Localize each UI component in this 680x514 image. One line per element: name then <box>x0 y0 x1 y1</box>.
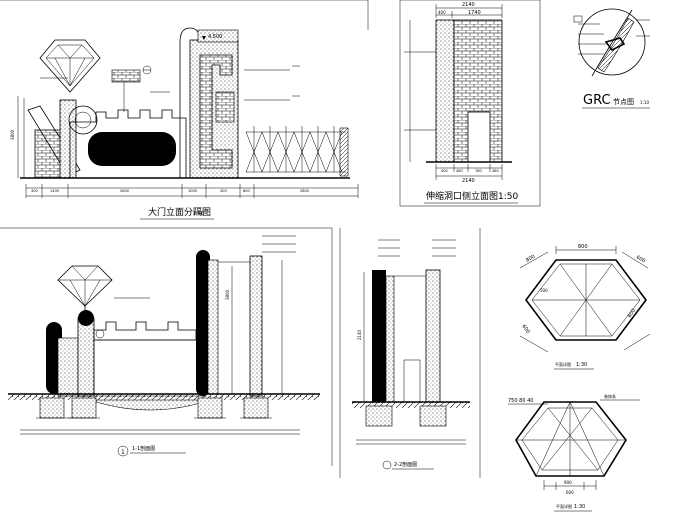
drawing-label: 900 <box>564 480 572 485</box>
drawing-label: 1000 <box>188 189 197 193</box>
drawing-label: 750 80 40 <box>508 398 533 404</box>
grc-subtitle: 节点图 <box>613 98 634 106</box>
drawing-label: 400 <box>31 189 38 193</box>
drawing-label: 600 <box>520 324 530 335</box>
grc-scale: 1:10 <box>640 100 649 105</box>
drawing-label: 1740 <box>468 10 481 16</box>
drawing-label: 3800 <box>10 129 15 140</box>
gate-elevation-drawing: 4.500 3800 400 1400 2600 1000 400 600 28… <box>0 0 369 220</box>
plan1-title: 平面详图 <box>555 361 571 367</box>
drawing-label: 4.500 <box>208 34 222 40</box>
drawing-label: 装饰条 <box>604 393 616 399</box>
plan2-title: 平面详图 <box>556 503 572 509</box>
drawing-label: 800 <box>525 254 536 264</box>
plan2-scale: 1:30 <box>574 504 585 510</box>
drawing-label: 2140 <box>357 329 362 340</box>
drawing-label: 2600 <box>120 189 129 193</box>
elevation-scale: 1:50 <box>193 211 204 217</box>
drawing-label: 2140 <box>462 178 475 184</box>
grc-title: GRC <box>583 93 611 108</box>
drawing-label: 1400 <box>50 189 59 193</box>
plan-detail-2-drawing: 750 80 40 装饰条 900 600 平面详图 1:30 <box>508 393 640 512</box>
drawing-label: 600 <box>635 255 646 265</box>
section-2-drawing: 2140 2-2剖面图 <box>339 228 481 478</box>
sliding-fence <box>245 126 349 177</box>
grc-detail-drawing: GRC 节点图 1:10 <box>573 8 650 109</box>
section1-title: 1-1剖面图 <box>132 445 155 452</box>
drawing-label: 1 <box>121 449 125 456</box>
plan-detail-1-drawing: 800 800 600 600 600 500 平面详图 1:30 <box>519 244 651 370</box>
diamond-sculpture <box>39 39 101 93</box>
drawing-label: 500 <box>540 288 548 293</box>
plan1-scale: 1:30 <box>576 362 587 368</box>
drawing-label: 480 <box>456 169 463 173</box>
drawing-label: 400 <box>438 10 446 15</box>
side-scale: 1:50 <box>498 192 518 202</box>
drawing-label: 3800 <box>225 289 230 300</box>
elevation-title: 大门立面分隔图 <box>148 206 211 218</box>
drawing-label: 480 <box>492 169 499 173</box>
drawing-label: 400 <box>220 189 227 193</box>
section-1-drawing: 3800 1 1-1剖面图 <box>0 227 333 466</box>
section2-title: 2-2剖面图 <box>394 461 417 468</box>
drawing-label: 600 <box>566 490 574 495</box>
section-marker <box>117 445 129 457</box>
drawing-label: 780 <box>475 169 482 173</box>
drawing-label: 400 <box>441 169 448 173</box>
drawing-label: 2140 <box>462 2 475 8</box>
drawing-label: 600 <box>243 189 250 193</box>
drawing-label: 800 <box>578 244 588 250</box>
side-title: 伸缩洞口侧立面图 <box>426 190 498 202</box>
elevation-mark: 4.500 <box>202 34 222 40</box>
drawing-label: 600 <box>627 308 637 319</box>
drawing-label: 2800 <box>300 189 309 193</box>
side-elevation-drawing: 2140 400 1740 400 480 780 480 2140 伸缩洞口侧… <box>399 0 541 207</box>
